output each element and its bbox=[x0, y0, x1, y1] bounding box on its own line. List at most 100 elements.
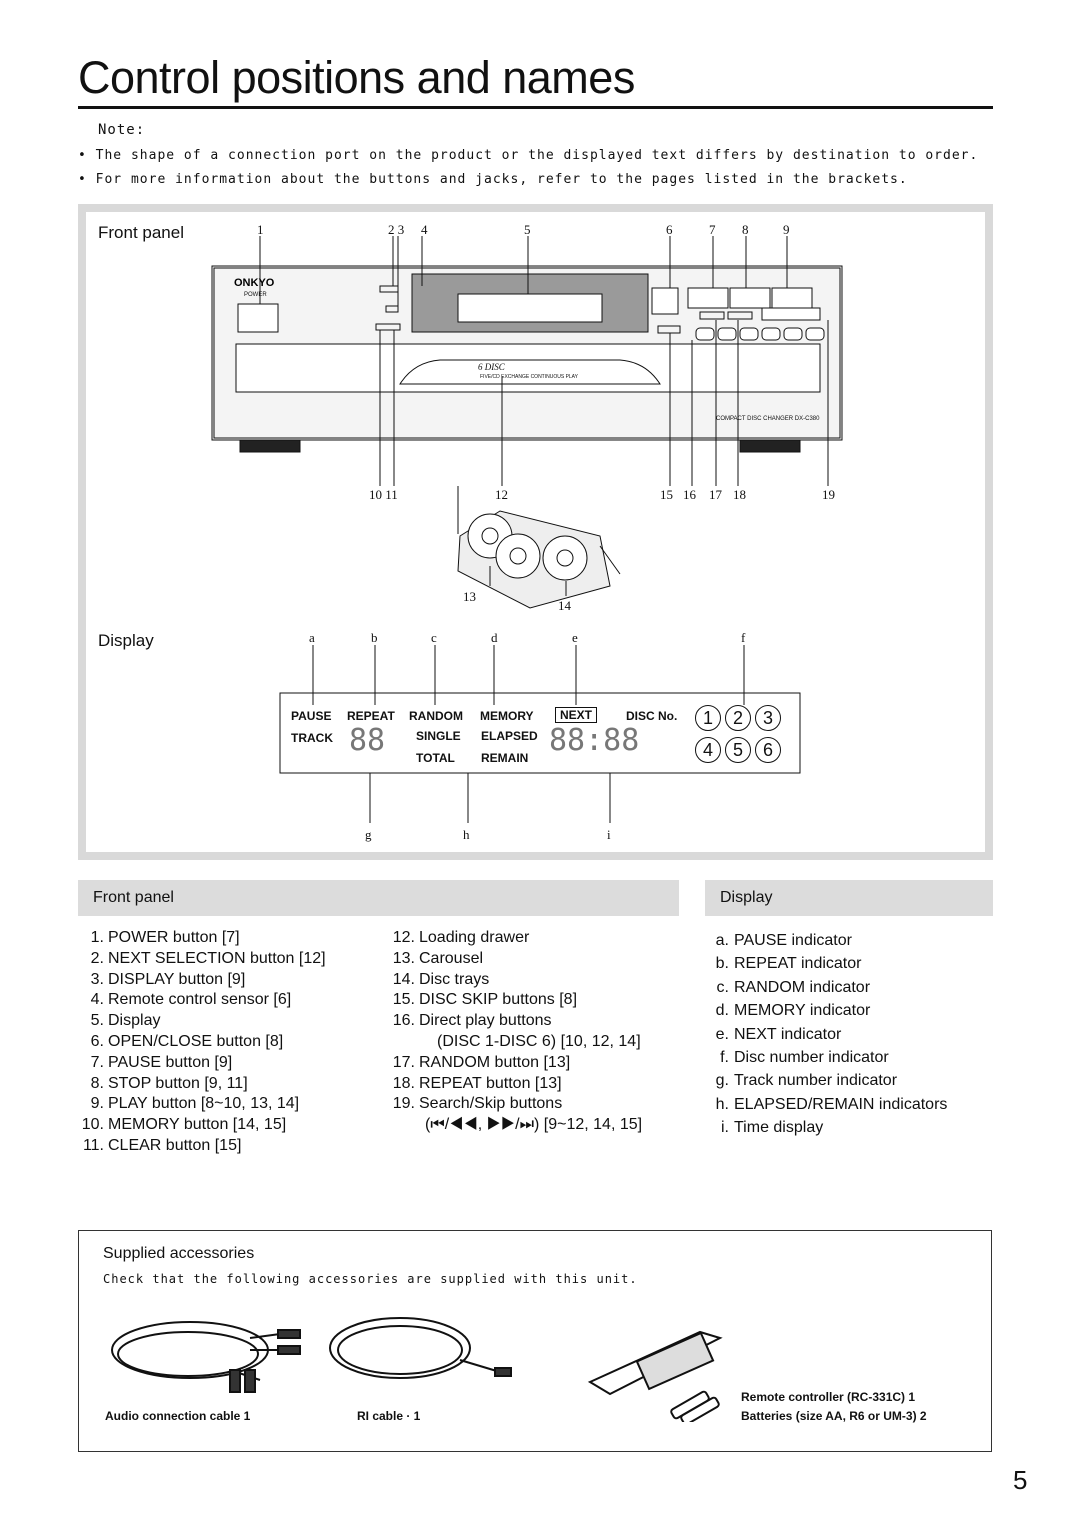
note-line-1: • The shape of a connection port on the … bbox=[78, 148, 979, 163]
list-item: 7.PAUSE button [9] bbox=[90, 1053, 233, 1071]
list-item: (DISC 1-DISC 6) [10, 12, 14] bbox=[437, 1032, 641, 1050]
page-number: 5 bbox=[1013, 1465, 1028, 1495]
list-item: i.Time display bbox=[721, 1119, 824, 1137]
list-item: h.ELAPSED/REMAIN indicators bbox=[715, 1095, 948, 1113]
time-digits: 88:88 bbox=[549, 723, 640, 758]
list-item: 4.Remote control sensor [6] bbox=[90, 991, 292, 1009]
ri-cable-caption: RI cable · 1 bbox=[357, 1409, 421, 1423]
single-label: SINGLE bbox=[416, 729, 461, 743]
list-item: 16.Direct play buttons bbox=[392, 1012, 552, 1030]
callout-1: 1 bbox=[257, 222, 264, 237]
device-illustration: ONKYO bbox=[211, 236, 843, 609]
callout-5: 5 bbox=[524, 222, 531, 237]
letter-c: c bbox=[431, 630, 437, 645]
accessories-illustrations bbox=[111, 1317, 723, 1422]
callout-4: 4 bbox=[421, 222, 428, 237]
track-label: TRACK bbox=[291, 731, 333, 745]
disc-2-indicator: 2 bbox=[725, 705, 751, 731]
display-list: a.PAUSE indicator b.REPEAT indicator c.R… bbox=[705, 929, 948, 1140]
callout-15: 15 bbox=[660, 487, 673, 502]
display-label: Display bbox=[98, 631, 154, 650]
memory-indicator: MEMORY bbox=[480, 709, 534, 723]
remain-label: REMAIN bbox=[481, 751, 529, 765]
next-indicator: NEXT bbox=[555, 707, 598, 723]
list-item: 10.MEMORY button [14, 15] bbox=[81, 1116, 287, 1134]
callout-6: 6 bbox=[666, 222, 673, 237]
list-item: 6.OPEN/CLOSE button [8] bbox=[90, 1032, 284, 1050]
list-item: 19.Search/Skip buttons bbox=[392, 1095, 563, 1113]
letter-d: d bbox=[491, 630, 498, 645]
model-text: COMPACT DISC CHANGER DX-C380 bbox=[716, 416, 820, 422]
list-item: 14.Disc trays bbox=[392, 970, 490, 988]
letter-i: i bbox=[607, 827, 611, 842]
callout-17: 17 bbox=[709, 487, 722, 502]
disc-logo: 6 DISC bbox=[478, 362, 505, 372]
list-item: e.NEXT indicator bbox=[715, 1025, 842, 1043]
disc-no-label: DISC No. bbox=[626, 709, 678, 723]
title-rule bbox=[78, 106, 993, 109]
accessories-heading: Supplied accessories bbox=[103, 1245, 255, 1262]
repeat-indicator: REPEAT bbox=[347, 709, 395, 723]
callout-18: 18 bbox=[733, 487, 746, 502]
remote-caption: Remote controller (RC-331C) 1 bbox=[741, 1390, 916, 1404]
front-panel-heading: Front panel bbox=[78, 880, 679, 916]
note-line-2: • For more information about the buttons… bbox=[78, 172, 908, 187]
list-item: f.Disc number indicator bbox=[720, 1049, 889, 1067]
letter-a: a bbox=[309, 630, 315, 645]
list-item: 2.NEXT SELECTION button [12] bbox=[90, 949, 326, 967]
random-indicator: RANDOM bbox=[409, 709, 463, 723]
callout-13: 13 bbox=[463, 589, 476, 604]
letter-g: g bbox=[365, 827, 372, 842]
list-item: 17.RANDOM button [13] bbox=[392, 1053, 571, 1071]
front-panel-list-left: 1.POWER button [7] 2.NEXT SELECTION butt… bbox=[70, 928, 326, 1157]
audio-cable-caption: Audio connection cable 1 bbox=[105, 1409, 251, 1423]
list-item: (⏮/◀◀, ▶▶/⏭) [9~12, 14, 15] bbox=[425, 1116, 643, 1134]
list-item: 5.Display bbox=[90, 1012, 161, 1030]
note-heading: Note: bbox=[98, 122, 146, 138]
power-label: POWER bbox=[244, 292, 267, 298]
list-item: 3.DISPLAY button [9] bbox=[90, 970, 246, 988]
disc-6-indicator: 6 bbox=[755, 737, 781, 763]
list-item: g.Track number indicator bbox=[715, 1072, 898, 1090]
front-panel-label: Front panel bbox=[98, 223, 184, 242]
disc-3-indicator: 3 bbox=[755, 705, 781, 731]
callout-7: 7 bbox=[709, 222, 716, 237]
page-title: Control positions and names bbox=[78, 52, 635, 103]
callout-16: 16 bbox=[683, 487, 696, 502]
callout-12: 12 bbox=[495, 487, 508, 502]
callout-14: 14 bbox=[558, 598, 571, 613]
list-item: a.PAUSE indicator bbox=[715, 932, 852, 949]
list-item: 8.STOP button [9, 11] bbox=[90, 1074, 248, 1092]
front-panel-list-right: 12.Loading drawer 13.Carousel 14.Disc tr… bbox=[381, 928, 642, 1136]
list-item: d.MEMORY indicator bbox=[715, 1002, 871, 1020]
display-heading: Display bbox=[705, 880, 993, 916]
elapsed-label: ELAPSED bbox=[481, 729, 538, 743]
total-label: TOTAL bbox=[416, 751, 455, 765]
list-item: 11.CLEAR button [15] bbox=[82, 1136, 242, 1154]
disc-5-indicator: 5 bbox=[725, 737, 751, 763]
disc-4-indicator: 4 bbox=[695, 737, 721, 763]
letter-e: e bbox=[572, 630, 578, 645]
letter-f: f bbox=[741, 630, 746, 645]
callout-19: 19 bbox=[822, 487, 835, 502]
accessories-subline: Check that the following accessories are… bbox=[103, 1272, 638, 1286]
callout-2-3: 2 3 bbox=[388, 222, 405, 237]
callout-9: 9 bbox=[783, 222, 790, 237]
list-item: 9.PLAY button [8~10, 13, 14] bbox=[90, 1095, 300, 1113]
batteries-caption: Batteries (size AA, R6 or UM-3) 2 bbox=[741, 1409, 927, 1423]
list-item: 15.DISC SKIP buttons [8] bbox=[392, 991, 578, 1009]
brand-logo: ONKYO bbox=[234, 277, 275, 289]
list-item: 13.Carousel bbox=[392, 949, 484, 967]
list-item: c.RANDOM indicator bbox=[716, 978, 871, 996]
disc-1-indicator: 1 bbox=[695, 705, 721, 731]
callout-10-11: 10 11 bbox=[369, 487, 398, 502]
list-item: 1.POWER button [7] bbox=[90, 929, 240, 946]
exchange-text: FIVE/CD EXCHANGE CONTINUOUS PLAY bbox=[480, 374, 578, 380]
list-item: 18.REPEAT button [13] bbox=[392, 1074, 562, 1092]
track-digits: 88 bbox=[349, 723, 386, 758]
callout-8: 8 bbox=[742, 222, 749, 237]
list-item: b.REPEAT indicator bbox=[715, 955, 862, 973]
display-callout-lines bbox=[279, 645, 801, 823]
pause-indicator: PAUSE bbox=[291, 709, 332, 723]
accessories-box bbox=[78, 1230, 992, 1452]
